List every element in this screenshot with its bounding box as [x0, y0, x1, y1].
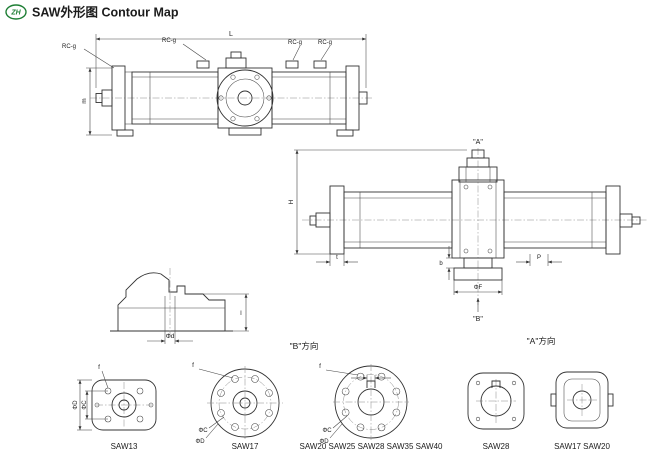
keyway [366, 380, 376, 388]
dim-keyway-width [351, 375, 391, 381]
port-label-4: RC-g [318, 40, 332, 46]
port-label-1: RC-g [62, 44, 76, 50]
dim-C-label: ΦC [82, 400, 88, 410]
bolt-holes [217, 375, 273, 431]
bolt-hole [136, 415, 144, 423]
bolt-holes [341, 372, 401, 432]
dim-flange-diameter: ΦF [453, 280, 503, 295]
dim-bolt-circle: ΦC [82, 390, 108, 420]
air-port [313, 60, 327, 69]
dim-F-label: ΦF [474, 285, 483, 291]
brand-logo-icon [5, 4, 27, 20]
flange-view-saw17-20: SAW17 SAW20 [550, 371, 614, 451]
dim-l-label: l [240, 310, 242, 317]
flange-caption: SAW17 [232, 442, 259, 451]
dim-p: P [516, 254, 562, 266]
dim-overall-length: L [95, 31, 367, 88]
actuator-body-front [309, 149, 641, 281]
dim-D-label: ΦD [73, 400, 79, 410]
dim-t-label: t [336, 255, 338, 261]
actuator-body-side [90, 51, 372, 137]
dim-P-label: P [537, 255, 541, 261]
dim-f-label: f [192, 362, 194, 369]
section-a-direction-label: "A"方向 [527, 336, 556, 346]
flange-outline [467, 372, 525, 430]
flange-view-saw17: f ΦC ΦD SAW17 [192, 362, 283, 451]
front-view-drawing: "A" [288, 139, 648, 323]
dim-D-label: ΦD [319, 439, 329, 445]
bracket-view-drawing: l Φd [110, 268, 249, 344]
dim-neck-height: b [439, 246, 464, 280]
dim-overall-height: H [288, 149, 467, 255]
dim-C-label: ΦC [198, 428, 208, 434]
dim-cap-thickness: t [316, 254, 358, 266]
direction-B: "B" [473, 298, 483, 323]
bottom-flange [453, 267, 503, 281]
title-bar: ZH SAW外形图 Contour Map [5, 4, 179, 20]
flange-view-saw28: SAW28 [467, 372, 525, 451]
port-label-2: RC-g [162, 38, 176, 44]
dim-outer-diameter: ΦD [73, 379, 92, 431]
side-view-drawing: L m RC-g RC-g RC-g RC-g [62, 31, 372, 137]
dim-L-label: L [229, 31, 233, 38]
keyway [491, 380, 501, 388]
dim-D-label: ΦD [195, 439, 205, 445]
dim-f-label: f [319, 363, 321, 370]
dim-d-label: Φd [166, 333, 175, 340]
dim-b-label: b [439, 261, 443, 267]
direction-B-label: "B" [473, 316, 483, 323]
mounting-foot [336, 129, 354, 137]
flange-plate-outline [91, 379, 157, 431]
dim-m-label: m [81, 98, 88, 103]
port-callouts: RC-g RC-g RC-g RC-g [62, 38, 332, 69]
air-port [196, 60, 210, 69]
dim-body-height: m [81, 67, 112, 136]
dim-bore-diameter: Φd [147, 331, 193, 344]
dim-bracket-height: l [203, 293, 249, 332]
port-label-3: RC-g [288, 40, 302, 46]
bolt-hole [136, 387, 144, 395]
mounting-foot [116, 129, 134, 137]
dim-C-label: ΦC [322, 428, 332, 434]
flange-caption: SAW20 SAW25 SAW28 SAW35 SAW40 [299, 442, 443, 451]
bracket-outline [117, 272, 226, 332]
flange-view-saw20-40: f ΦC ΦD SAW20 SAW25 SAW28 SAW35 SAW40 [299, 363, 443, 451]
section-b-direction-label: "B"方向 [290, 341, 319, 351]
dim-H-label: H [288, 199, 295, 204]
direction-A-label: "A" [473, 139, 483, 146]
dim-f-label: f [98, 364, 100, 371]
brand-logo-text: ZH [10, 10, 21, 17]
air-port [285, 60, 299, 69]
housing-bolt-circles [218, 74, 272, 122]
flange-caption: SAW17 SAW20 [554, 442, 610, 451]
page-title: SAW外形图 Contour Map [32, 5, 179, 20]
flange-view-saw13: f ΦD ΦC SAW13 [73, 364, 157, 451]
flange-caption: SAW13 [111, 442, 138, 451]
flange-caption: SAW28 [483, 442, 510, 451]
